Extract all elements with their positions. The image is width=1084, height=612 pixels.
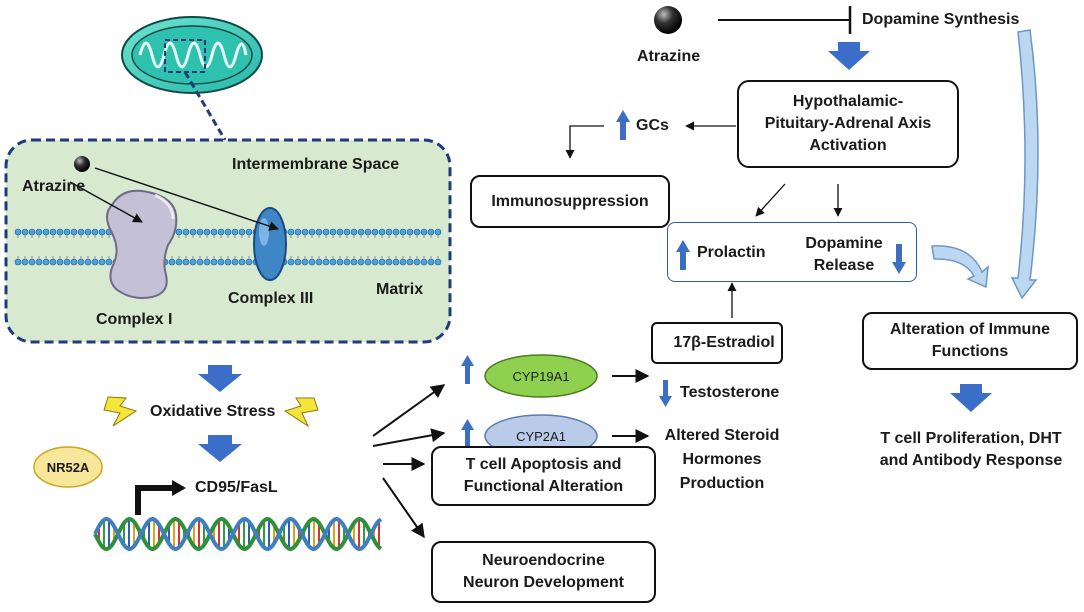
complex-iii-label: Complex III (228, 290, 314, 307)
lightning-icon (103, 396, 138, 427)
atrazine-molecule-icon (654, 6, 682, 34)
cyp19a1-label: CYP19A1 (512, 368, 570, 384)
dopamine-release-label: Dopamine Release (805, 235, 883, 274)
up-arrow-icon (676, 240, 690, 270)
hpa-axis-box: Hypothalamic- Pituitary-Adrenal Axis Act… (737, 80, 959, 168)
down-arrow-icon (659, 380, 672, 407)
mitochondrion-icon (121, 16, 263, 141)
complex-i-icon (106, 189, 178, 299)
complex-iii-icon (253, 207, 287, 281)
estradiol-box: 17β-Estradiol (651, 322, 783, 364)
altered-steroid-label: Altered Steroid Hormones Production (664, 427, 780, 492)
blue-down-arrow (950, 384, 992, 412)
atrazine-panel-label: Atrazine (22, 178, 86, 195)
blue-down-arrow (198, 365, 242, 392)
lightning-icon (283, 397, 319, 428)
complex-i-label: Complex I (96, 311, 173, 328)
estradiol-label: 17β-Estradiol (673, 334, 775, 351)
blue-down-arrow (198, 435, 242, 462)
tcell-apoptosis-box: T cell Apoptosis and Functional Alterati… (431, 446, 656, 506)
dna-helix-icon (93, 516, 383, 552)
down-arrow-icon (892, 244, 906, 274)
blue-down-arrow (828, 42, 870, 70)
dopamine-synthesis-label: Dopamine Synthesis (862, 11, 1020, 28)
outcome-label: T cell Proliferation, DHT and Antibody R… (879, 430, 1063, 469)
prolactin-label: Prolactin (697, 244, 766, 261)
mito-panel (4, 138, 452, 344)
atrazine-molecule-icon (74, 156, 90, 172)
testosterone-label: Testosterone (680, 384, 780, 401)
gcs-label: GCs (636, 117, 669, 134)
matrix-label: Matrix (376, 281, 424, 298)
nr52a-label: NR52A (46, 459, 90, 475)
cd95-fasl-label: CD95/FasL (195, 479, 278, 496)
up-arrow-icon (461, 419, 474, 448)
cyp2a1-label: CYP2A1 (516, 428, 566, 444)
immune-alteration-box: Alteration of Immune Functions (862, 312, 1078, 370)
cyp19a1-ellipse (484, 354, 598, 398)
oxidative-stress-label: Oxidative Stress (150, 403, 276, 420)
nr52a-ellipse (33, 446, 103, 488)
neuroendocrine-box: Neuroendocrine Neuron Development (431, 541, 656, 603)
top-atrazine-label: Atrazine (637, 48, 701, 65)
up-arrow-icon (461, 355, 474, 384)
curved-arrow (931, 245, 989, 289)
curved-arrow (1010, 29, 1039, 300)
immunosuppression-box: Immunosuppression (470, 175, 670, 228)
intermembrane-space-label: Intermembrane Space (232, 156, 400, 173)
prolactin-dopamine-box (667, 222, 917, 282)
up-arrow-icon (616, 110, 630, 140)
